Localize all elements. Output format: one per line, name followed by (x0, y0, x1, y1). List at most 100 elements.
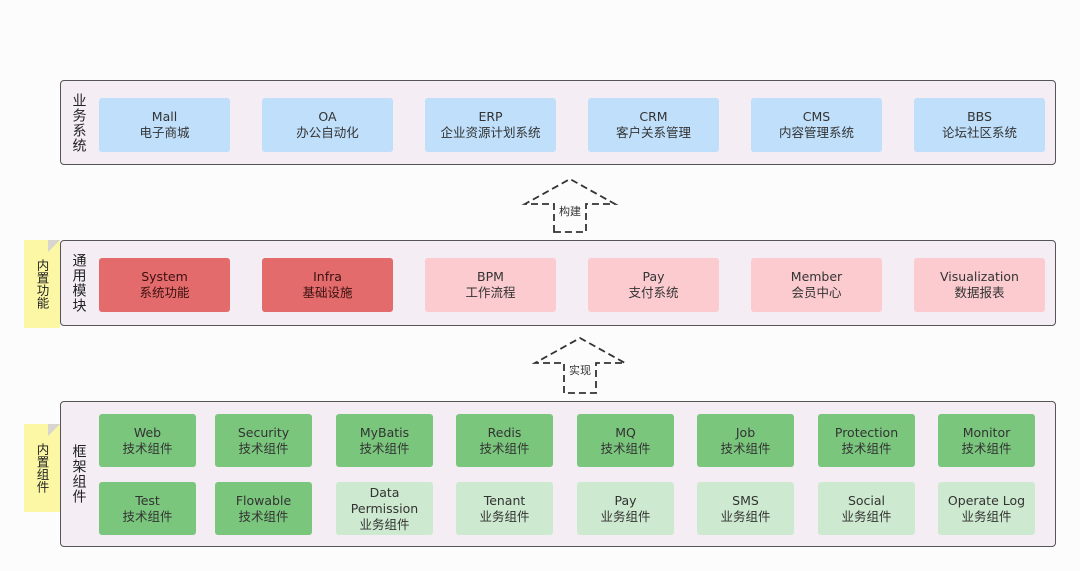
item-zh: 技术组件 (961, 440, 1012, 456)
item-en: Web (133, 424, 162, 440)
item-en: Operate Log (947, 492, 1026, 508)
framework-layer-title: 框架组件 (70, 444, 87, 504)
item-en: Data Permission (350, 484, 419, 516)
item-zh: 业务组件 (841, 508, 892, 524)
business-item-erp[interactable]: ERP 企业资源计划系统 (425, 98, 556, 152)
item-zh: 业务组件 (479, 508, 530, 524)
item-en: Visualization (940, 269, 1019, 284)
item-en: CRM (639, 109, 668, 124)
module-item-bpm[interactable]: BPM 工作流程 (425, 258, 556, 312)
framework-component-layer: 框架组件 Web 技术组件 Security 技术组件 MyBatis 技术组件… (60, 401, 1056, 547)
component-flowable[interactable]: Flowable 技术组件 (215, 482, 312, 535)
component-pay[interactable]: Pay 业务组件 (577, 482, 674, 535)
module-item-member[interactable]: Member 会员中心 (751, 258, 882, 312)
item-en: Mall (151, 109, 178, 124)
item-en: Security (237, 424, 290, 440)
component-mybatis[interactable]: MyBatis 技术组件 (336, 414, 433, 467)
module-item-pay[interactable]: Pay 支付系统 (588, 258, 719, 312)
component-monitor[interactable]: Monitor 技术组件 (938, 414, 1035, 467)
item-zh: 技术组件 (841, 440, 892, 456)
item-en: Tenant (483, 492, 526, 508)
item-en: Redis (487, 424, 522, 440)
business-layer: 业务系统 Mall 电子商城 OA 办公自动化 ERP 企业资源计划系统 CRM… (60, 80, 1056, 165)
component-tenant[interactable]: Tenant 业务组件 (456, 482, 553, 535)
item-zh: 业务组件 (359, 516, 410, 532)
business-item-crm[interactable]: CRM 客户关系管理 (588, 98, 719, 152)
item-en: Pay (642, 269, 665, 284)
item-zh: 论坛社区系统 (941, 125, 1017, 140)
item-en: SMS (732, 492, 759, 508)
implement-arrow-icon (531, 336, 629, 394)
item-zh: 技术组件 (479, 440, 530, 456)
item-zh: 技术组件 (238, 508, 289, 524)
item-zh: 内容管理系统 (778, 125, 854, 140)
item-zh: 支付系统 (628, 285, 679, 300)
component-mq[interactable]: MQ 技术组件 (577, 414, 674, 467)
business-item-mall[interactable]: Mall 电子商城 (99, 98, 230, 152)
component-redis[interactable]: Redis 技术组件 (456, 414, 553, 467)
component-social[interactable]: Social 业务组件 (818, 482, 915, 535)
item-zh: 客户关系管理 (615, 125, 691, 140)
component-security[interactable]: Security 技术组件 (215, 414, 312, 467)
item-en: System (141, 269, 188, 284)
item-en: Infra (313, 269, 342, 284)
item-en: Flowable (235, 492, 292, 508)
item-en: OA (318, 109, 337, 124)
item-zh: 技术组件 (359, 440, 410, 456)
item-zh: 基础设施 (302, 285, 353, 300)
note-fold-corner (48, 424, 60, 436)
item-zh: 技术组件 (122, 508, 173, 524)
module-item-visualization[interactable]: Visualization 数据报表 (914, 258, 1045, 312)
item-en: CMS (802, 109, 831, 124)
note-fold-corner (48, 240, 60, 252)
builtin-components-note: 内置组件 (24, 424, 60, 512)
component-sms[interactable]: SMS 业务组件 (697, 482, 794, 535)
module-item-infra[interactable]: Infra 基础设施 (262, 258, 393, 312)
item-en: Pay (614, 492, 637, 508)
common-module-layer: 通用模块 System 系统功能 Infra 基础设施 BPM 工作流程 Pay… (60, 240, 1056, 326)
component-job[interactable]: Job 技术组件 (697, 414, 794, 467)
business-item-oa[interactable]: OA 办公自动化 (262, 98, 393, 152)
item-en: ERP (478, 109, 503, 124)
item-en: Job (735, 424, 756, 440)
component-protection[interactable]: Protection 技术组件 (818, 414, 915, 467)
item-zh: 企业资源计划系统 (440, 125, 541, 140)
item-zh: 技术组件 (238, 440, 289, 456)
component-operate-log[interactable]: Operate Log 业务组件 (938, 482, 1035, 535)
item-en: Test (135, 492, 160, 508)
item-en: Member (790, 269, 843, 284)
item-en: BBS (967, 109, 992, 124)
item-zh: 业务组件 (600, 508, 651, 524)
business-item-bbs[interactable]: BBS 论坛社区系统 (914, 98, 1045, 152)
component-web[interactable]: Web 技术组件 (99, 414, 196, 467)
item-zh: 技术组件 (122, 440, 173, 456)
item-zh: 数据报表 (954, 285, 1005, 300)
component-test[interactable]: Test 技术组件 (99, 482, 196, 535)
item-zh: 业务组件 (961, 508, 1012, 524)
item-en: Social (847, 492, 886, 508)
note-text: 内置功能 (34, 259, 50, 309)
item-en: Monitor (962, 424, 1011, 440)
item-en: BPM (477, 269, 504, 284)
component-data-permission[interactable]: Data Permission 业务组件 (336, 482, 433, 535)
build-arrow-label: 构建 (559, 205, 581, 218)
item-zh: 电子商城 (139, 125, 190, 140)
implement-arrow-label: 实现 (569, 364, 591, 377)
business-item-cms[interactable]: CMS 内容管理系统 (751, 98, 882, 152)
item-zh: 办公自动化 (296, 125, 359, 140)
item-en: MyBatis (359, 424, 410, 440)
business-layer-title: 业务系统 (70, 92, 87, 153)
item-zh: 系统功能 (139, 285, 190, 300)
item-en: MQ (615, 424, 636, 440)
item-en: Protection (834, 424, 899, 440)
note-text: 内置组件 (34, 443, 50, 493)
module-item-system[interactable]: System 系统功能 (99, 258, 230, 312)
item-zh: 工作流程 (465, 285, 516, 300)
builtin-features-note: 内置功能 (24, 240, 60, 328)
item-zh: 业务组件 (720, 508, 771, 524)
build-arrow-icon (521, 177, 619, 233)
item-zh: 技术组件 (600, 440, 651, 456)
item-zh: 会员中心 (791, 285, 842, 300)
common-layer-title: 通用模块 (70, 253, 87, 313)
item-zh: 技术组件 (720, 440, 771, 456)
